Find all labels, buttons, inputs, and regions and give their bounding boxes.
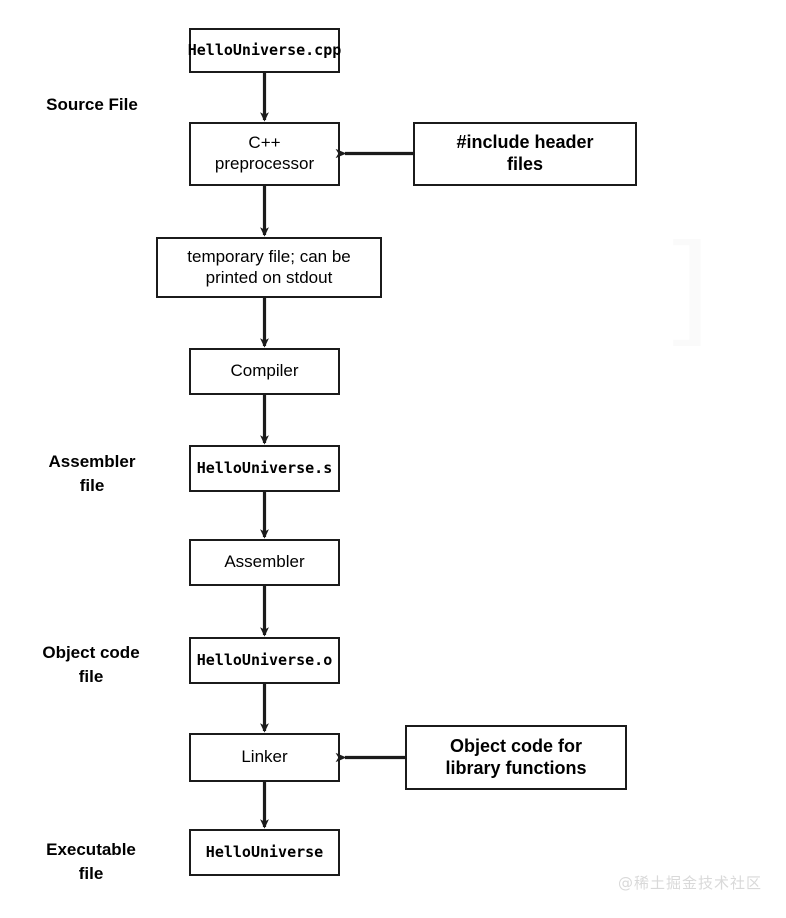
stage-label-assembler-file: Assembler file	[48, 452, 136, 495]
watermark-text: @稀土掘金技术社区	[618, 874, 763, 892]
node-temporary-file[interactable]: temporary file; can be printed on stdout	[156, 237, 382, 298]
node-source-cpp-label: HelloUniverse.cpp	[187, 41, 342, 60]
background-artifact: ]	[664, 220, 711, 359]
node-compiler[interactable]: Compiler	[189, 348, 340, 395]
node-assembly-s-label: HelloUniverse.s	[196, 459, 333, 478]
node-library-object-code[interactable]: Object code for library functions	[405, 725, 627, 790]
node-preprocessor[interactable]: C++ preprocessor	[189, 122, 340, 186]
node-compiler-label: Compiler	[230, 361, 299, 381]
node-include-headers-label: #include header files	[456, 132, 594, 174]
node-linker[interactable]: Linker	[189, 733, 340, 782]
node-assembler-label: Assembler	[224, 552, 305, 572]
node-linker-label: Linker	[241, 747, 288, 767]
node-executable[interactable]: HelloUniverse	[189, 829, 340, 876]
node-preprocessor-label: C++ preprocessor	[214, 133, 315, 173]
node-temporary-file-label: temporary file; can be printed on stdout	[187, 246, 351, 287]
node-source-cpp[interactable]: HelloUniverse.cpp	[187, 28, 342, 73]
node-include-headers[interactable]: #include header files	[413, 122, 637, 186]
node-assembly-s[interactable]: HelloUniverse.s	[189, 445, 340, 492]
stage-label-executable-file: Executable file	[46, 840, 136, 883]
node-object-o-label: HelloUniverse.o	[196, 651, 333, 670]
stage-label-object-code-file: Object code file	[42, 643, 140, 686]
node-executable-label: HelloUniverse	[205, 843, 324, 862]
stage-label-source-file: Source File	[46, 95, 138, 114]
node-library-object-code-label: Object code for library functions	[445, 735, 587, 778]
node-assembler[interactable]: Assembler	[189, 539, 340, 586]
node-object-o[interactable]: HelloUniverse.o	[189, 637, 340, 684]
